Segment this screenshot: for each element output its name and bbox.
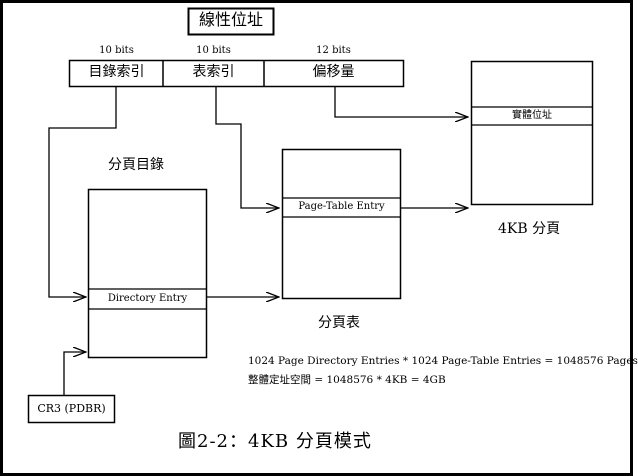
- field-bits-offset: 12 bits: [316, 45, 351, 56]
- field-bits-directory: 10 bits: [99, 45, 134, 56]
- page-directory-title: 分頁目錄: [108, 157, 164, 173]
- linear-address-title-box: [187, 7, 275, 36]
- page-table-title: 分頁表: [318, 315, 360, 331]
- field-label-offset: 偏移量: [312, 64, 355, 80]
- physical-address-label: 實體位址: [512, 110, 552, 121]
- cr3-label: CR3 (PDBR): [37, 402, 106, 415]
- directory-entry-label: Directory Entry: [107, 293, 188, 304]
- linear-address-title: 線性位址: [198, 10, 263, 29]
- cr3-box: [27, 394, 116, 424]
- arrow-offset-to-physical-address: [334, 87, 468, 117]
- page-directory-box: [87, 188, 208, 359]
- note-line-1: 1024 Page Directory Entries * 1024 Page-…: [248, 355, 638, 367]
- field-label-directory-index: 目錄索引: [88, 64, 145, 80]
- arrow-cr3-to-directory: [63, 352, 86, 395]
- note-line-2: 整體定址空間 = 1048576 * 4KB = 4GB: [248, 374, 446, 386]
- page-table-entry-label: Page-Table Entry: [298, 201, 385, 212]
- field-label-table-index: 表索引: [192, 64, 235, 80]
- figure-caption: 圖2-2：4KB 分頁模式: [178, 431, 372, 452]
- page-box: [470, 60, 594, 206]
- arrow-dir-index-to-directory-entry: [48, 87, 117, 297]
- page-title: 4KB 分頁: [498, 221, 561, 237]
- arrow-table-index-to-table-entry: [215, 87, 279, 208]
- field-bits-table: 10 bits: [196, 45, 231, 56]
- page-table-box: [281, 148, 402, 300]
- field-row-box: [68, 59, 405, 88]
